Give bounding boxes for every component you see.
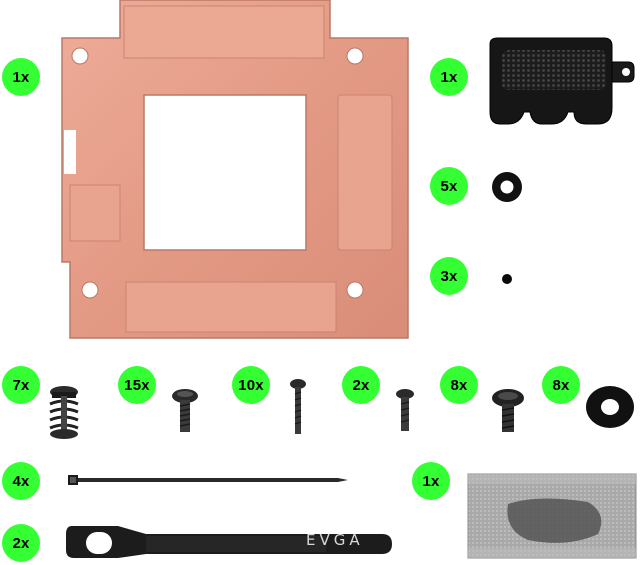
qty-badge-small-ball: 3x: [430, 257, 468, 295]
qty-badge-screw-round-head: 8x: [440, 366, 478, 404]
washer-large-image: [586, 386, 634, 428]
qty-badge-thermal-paste: 1x: [412, 462, 450, 500]
spring-screw-image: [49, 386, 79, 439]
qty-badge-velcro-strap: 2x: [2, 524, 40, 562]
thermal-paste-packet-image: [467, 473, 637, 559]
qty-badge-washer-large: 8x: [542, 366, 580, 404]
qty-badge-screw-short: 2x: [342, 366, 380, 404]
qty-badge-cable-tie: 4x: [2, 462, 40, 500]
strap-brand-text: EVGA: [306, 531, 364, 549]
qty-badge-copper-plate: 1x: [2, 58, 40, 96]
velcro-strap-image: [66, 526, 392, 558]
pump-cover-image: [489, 37, 635, 125]
screw-short-image: [396, 389, 414, 431]
small-ball-image: [502, 274, 512, 284]
qty-badge-screw-long: 10x: [232, 366, 270, 404]
screw-long-image: [290, 379, 306, 434]
qty-badge-pump-cover: 1x: [430, 58, 468, 96]
cable-tie-image: [68, 475, 348, 485]
screw-round-head-image: [492, 389, 524, 432]
screw-medium-image: [172, 389, 198, 432]
qty-badge-rubber-washer: 5x: [430, 167, 468, 205]
copper-plate-image: [61, 0, 409, 339]
rubber-washer-image: [492, 172, 522, 202]
qty-badge-spring-screw: 7x: [2, 366, 40, 404]
qty-badge-screw-medium: 15x: [118, 366, 156, 404]
